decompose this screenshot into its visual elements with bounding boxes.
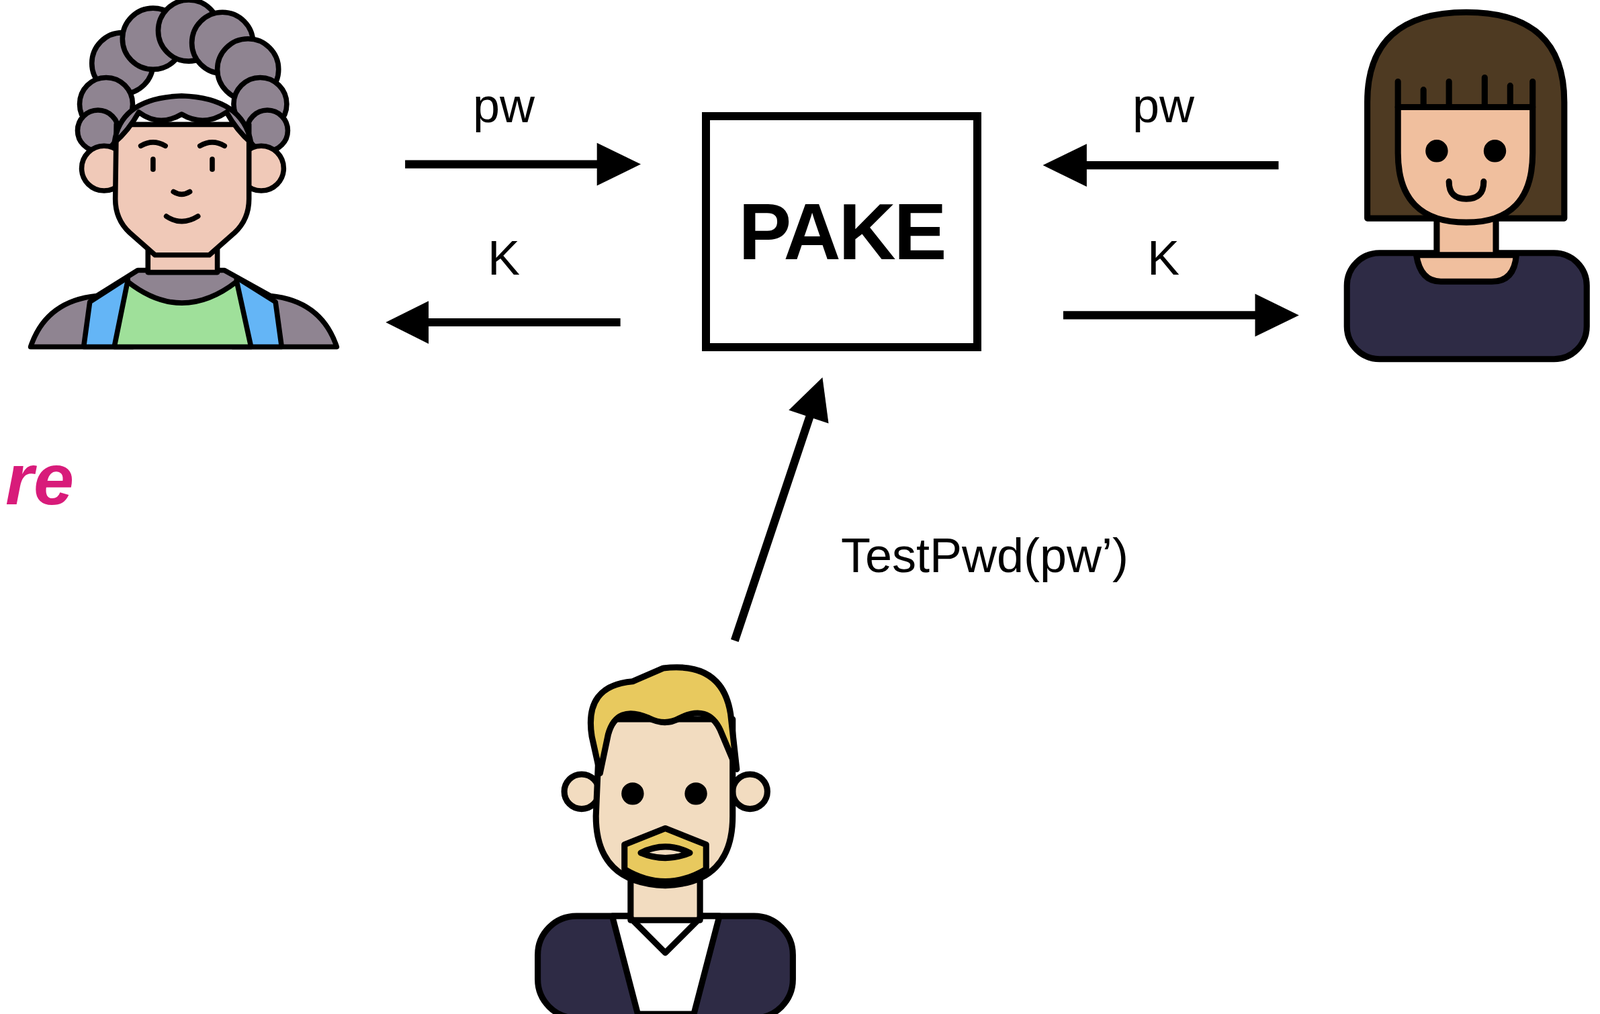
arrow-label: K [1147, 231, 1180, 285]
person-figure [630, 918, 700, 954]
person-figure [611, 916, 720, 1014]
person-figure [1397, 107, 1533, 224]
person-figure [624, 828, 707, 882]
arrow [385, 143, 1300, 641]
person-figure [1397, 77, 1533, 107]
person-figure [732, 774, 768, 810]
arrow-label: TestPwd(pw’) [840, 529, 1129, 583]
person-figure [150, 159, 156, 170]
person-figure [200, 142, 225, 146]
person-figure [1416, 255, 1517, 282]
node-label: PAKE [738, 186, 945, 278]
person-figure [115, 124, 250, 255]
person-figure [590, 667, 737, 774]
person-figure [595, 719, 733, 886]
person-figure [1448, 181, 1484, 199]
person-figure [173, 192, 190, 195]
arrow [405, 160, 604, 169]
arrow [1043, 143, 1087, 187]
partial-heading: re [5, 439, 74, 520]
arrow [597, 143, 641, 187]
arrow [1255, 294, 1300, 338]
process-box: PAKE [701, 112, 982, 352]
person-figure [166, 216, 199, 222]
person-figure [538, 667, 794, 1014]
person-figure [1428, 143, 1445, 160]
arrow [385, 300, 429, 344]
person-figure [1346, 253, 1587, 360]
person-figure [538, 916, 794, 1014]
arrow [1063, 310, 1264, 320]
person-figure [1486, 143, 1503, 160]
arrow [734, 412, 812, 641]
arrow-label: K [487, 231, 520, 285]
arrow [788, 377, 829, 424]
person-figure [30, 270, 338, 348]
person-figure [1346, 12, 1587, 359]
arrow [1081, 161, 1279, 170]
person-figure [209, 159, 215, 170]
person-figure [114, 96, 252, 144]
person-figure [114, 281, 252, 347]
person-figure [141, 142, 166, 146]
person-figure [687, 785, 704, 803]
person-figure [624, 785, 641, 803]
person-figure [640, 847, 690, 859]
arrow [422, 318, 621, 327]
arrow-label: pw [472, 79, 535, 133]
arrow-label: pw [1132, 79, 1195, 133]
person-figure [30, 0, 338, 347]
